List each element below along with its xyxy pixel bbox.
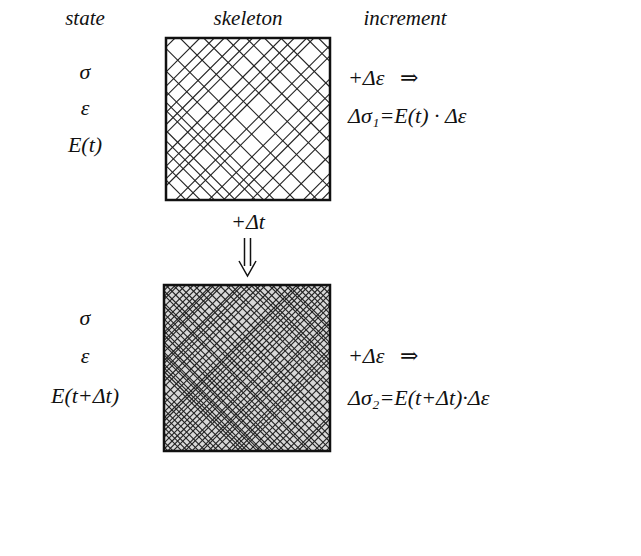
stress-increment: Δσ₂=E(t+Δt)·Δε xyxy=(348,385,489,410)
lattice-bar xyxy=(164,285,330,451)
time-increment: +Δt xyxy=(231,209,265,234)
strain-increment: +Δε ⇒ xyxy=(348,65,418,90)
lattice-bar xyxy=(164,285,330,451)
lattice-bar xyxy=(295,285,330,451)
lattice-bar xyxy=(231,285,330,451)
state-variable: σ xyxy=(80,305,91,330)
lattice-bar xyxy=(164,285,330,451)
sparse-lattice xyxy=(166,38,330,200)
lattice-bar xyxy=(164,285,330,451)
lattice-bar xyxy=(164,285,330,451)
lattice-bar xyxy=(166,38,197,200)
lattice-bar xyxy=(164,285,330,451)
lattice-bar xyxy=(166,38,284,200)
skeleton-square xyxy=(166,38,330,200)
lattice-bar xyxy=(164,285,330,451)
lattice-bar xyxy=(164,285,330,451)
lattice-bar xyxy=(278,285,330,451)
lattice-bar xyxy=(308,285,330,451)
lattice-bar xyxy=(321,285,330,451)
lattice-bar xyxy=(251,285,330,451)
column-header: increment xyxy=(363,6,446,30)
stress-increment: Δσ₁=E(t) · Δε xyxy=(348,103,467,128)
lattice-bar xyxy=(164,285,330,451)
lattice-bar xyxy=(166,38,299,200)
lattice-bar xyxy=(264,38,330,200)
time-arrow xyxy=(239,238,256,276)
state-variable: ε xyxy=(81,95,90,120)
state-variable: E(t+Δt) xyxy=(51,383,119,408)
lattice-bar xyxy=(166,38,175,200)
state-variable: E(t) xyxy=(68,132,102,157)
lattice-bar xyxy=(240,285,330,451)
lattice-bar xyxy=(164,285,330,451)
lattice-bar xyxy=(245,285,330,451)
skeleton-square xyxy=(164,285,330,451)
lattice-bar xyxy=(301,285,330,451)
lattice-bar xyxy=(164,285,330,451)
lattice-bar xyxy=(318,38,330,200)
dense-lattice xyxy=(164,285,330,451)
lattice-bar xyxy=(164,285,330,451)
lattice-bar xyxy=(288,285,330,451)
lattice-bar xyxy=(164,285,330,451)
lattice-bar xyxy=(164,285,330,451)
lattice-bar xyxy=(164,285,330,451)
lattice-bar xyxy=(179,285,330,451)
lattice-bar xyxy=(164,285,330,451)
lattice-bar xyxy=(164,285,330,451)
state-variable: σ xyxy=(80,59,91,84)
column-header: skeleton xyxy=(214,6,283,30)
lattice-bar xyxy=(204,38,330,200)
lattice-bar xyxy=(306,38,330,200)
lattice-bar xyxy=(164,285,330,451)
column-header: state xyxy=(65,6,105,30)
lattice-bar xyxy=(281,38,330,200)
lattice-bar xyxy=(166,38,241,200)
lattice-bar xyxy=(272,285,330,451)
lattice-bar xyxy=(164,285,330,451)
lattice-bar xyxy=(164,285,330,451)
state-variable: ε xyxy=(81,343,90,368)
lattice-bar xyxy=(313,285,330,451)
lattice-bar xyxy=(285,285,330,451)
lattice-bar xyxy=(164,285,330,451)
lattice-bar xyxy=(164,285,302,451)
lattice-bar xyxy=(226,38,330,200)
lattice-bar xyxy=(164,285,330,451)
lattice-bar xyxy=(164,285,330,451)
lattice-bar xyxy=(166,285,330,451)
strain-increment: +Δε ⇒ xyxy=(348,343,418,368)
lattice-bar xyxy=(255,285,330,451)
